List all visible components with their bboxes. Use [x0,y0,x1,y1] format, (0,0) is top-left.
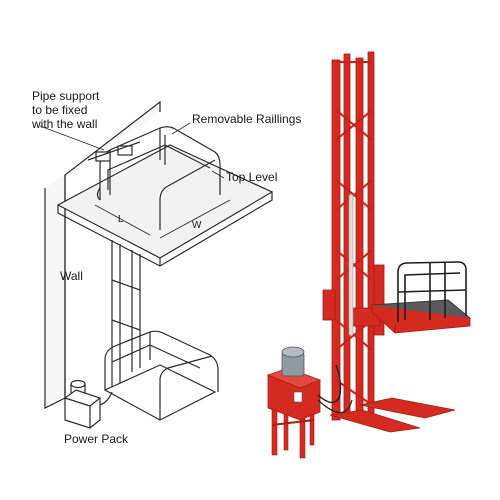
label-power-pack: Power Pack [64,432,129,446]
red-hydraulic-lift [266,51,472,459]
mast-bracing [335,61,373,406]
pipe-support-bracket [87,141,141,162]
vertical-mast [111,240,141,392]
label-pipe-support-3: with the wall [31,117,97,131]
line-drawing-lift [39,100,274,429]
bottom-carriage [103,330,219,421]
dimension-lines [94,199,231,239]
label-pipe-support-1: Pipe support [32,89,100,103]
lift-railings [397,261,467,322]
red-power-pack [266,346,353,459]
leader-lines [39,122,225,179]
label-dim-w: W [192,220,202,231]
hydraulic-cylinder [348,194,354,336]
label-pipe-support-2: to be fixed [32,103,87,117]
label-top-level: Top Level [226,170,277,184]
wall-panel [44,100,161,409]
label-removable-railings: Removable Raillings [192,112,301,126]
lift-platform [370,299,472,334]
power-pack-unit [64,379,113,429]
label-dim-l: L [118,214,124,225]
lift-base-feet [329,397,456,433]
label-wall: Wall [60,269,83,283]
